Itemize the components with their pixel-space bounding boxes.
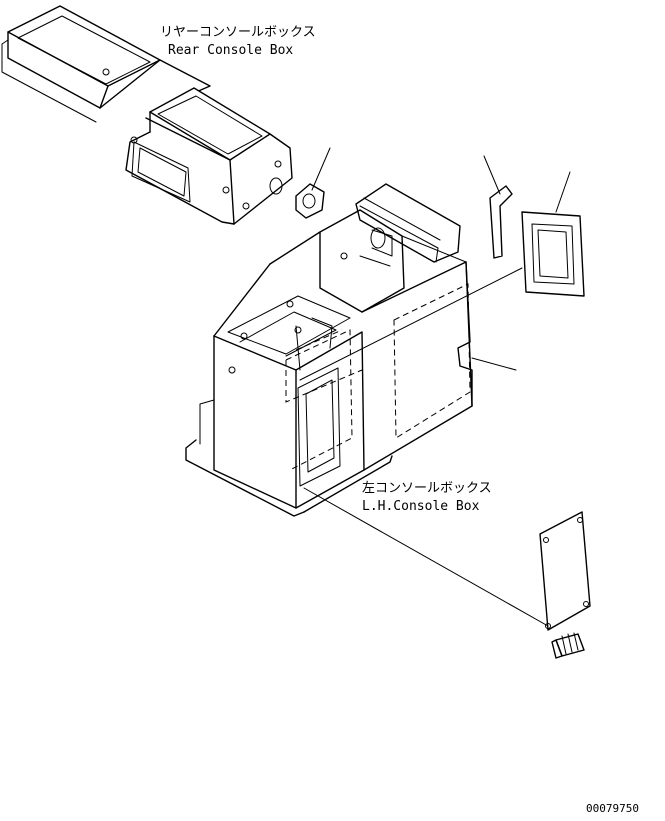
rear-console-box-label-en: Rear Console Box — [168, 43, 293, 58]
lh-console-box — [185, 183, 517, 517]
drawing-number: 00079750 — [586, 802, 639, 815]
rear-console-box-label-jp: リヤーコンソールボックス — [160, 25, 316, 40]
lh-console-box-label-jp: 左コンソールボックス — [362, 481, 492, 496]
grommet-part — [295, 147, 331, 219]
lh-console-box-label-en: L.H.Console Box — [362, 499, 480, 514]
bent-strip-part — [483, 155, 513, 259]
cover-plate-part — [303, 487, 591, 631]
seal-frame-part — [299, 171, 585, 381]
rear-console-box — [1, 5, 293, 225]
bolt-part — [551, 632, 585, 659]
